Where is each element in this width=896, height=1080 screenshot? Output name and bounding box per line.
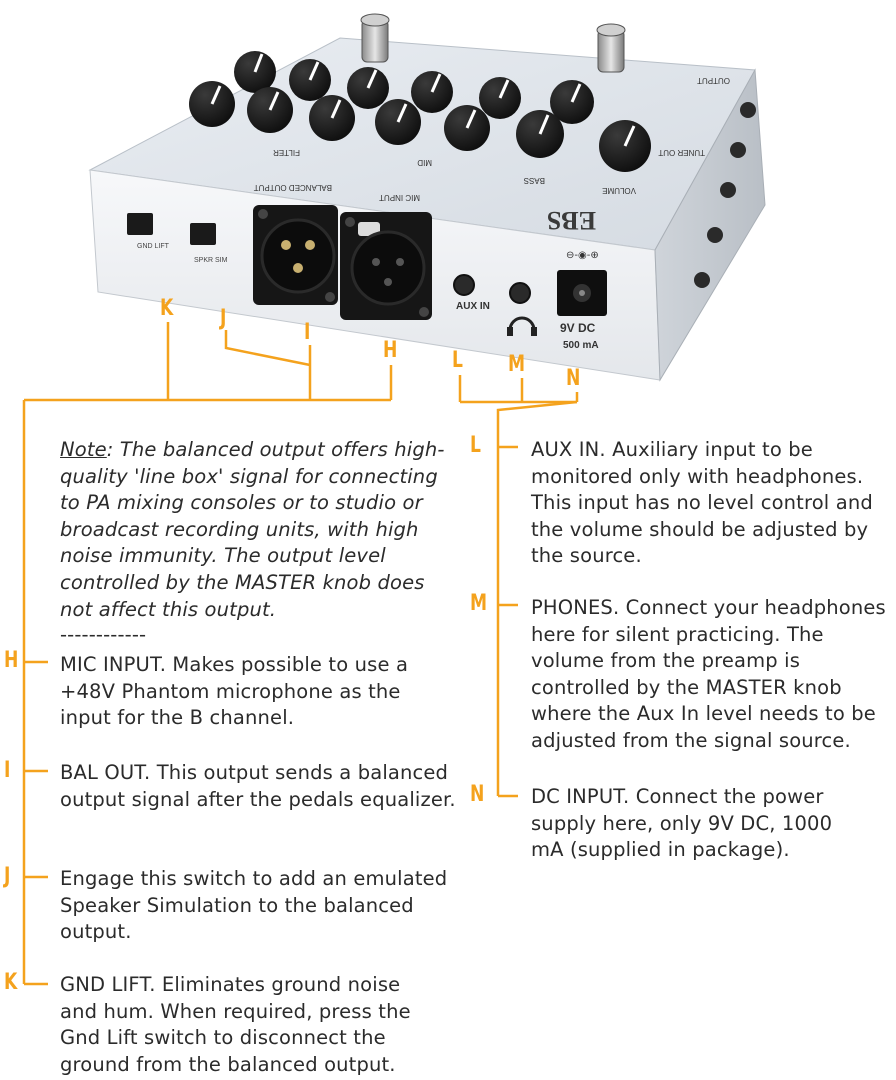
label-filter: FILTER [273,148,300,157]
xlr-balanced-output [253,205,338,305]
item-letter-n: N [470,782,485,807]
label-bass: BASS [524,176,545,185]
balanced-output-note: Note: The balanced output offers high-qu… [60,437,452,623]
callout-letter-l: L [452,348,463,373]
dc-polarity-icon: ⊖-◉-⊕ [566,250,599,261]
knobs [189,51,651,172]
side-jack [707,227,723,243]
label-tuner-out: TUNER OUT [658,148,705,157]
callout-letter-j: J [220,306,227,331]
xlr-mic-input [340,212,432,320]
gnd-lift-switch: GND LIFT [127,213,170,250]
headphones-icon [508,316,536,331]
label-volume: VOLUME [602,186,636,195]
item-mic-input: MIC INPUT. Makes possible to use a +48V … [60,653,409,730]
phones-jack [507,282,537,336]
svg-text:GND LIFT: GND LIFT [137,243,170,250]
item-letter-i: I [4,758,11,783]
item-letter-k: K [4,970,18,995]
aux-in-jack: AUX IN [453,274,490,312]
note-lead: Note [60,438,107,461]
item-letter-m: M [470,591,488,616]
ebs-logo: EBS [547,206,596,235]
label-balanced-output: BALANCED OUTPUT [254,183,332,192]
item-aux-in: AUX IN. Auxiliary input to be monitored … [531,438,873,568]
note-text: : The balanced output offers high-qualit… [60,438,445,621]
label-mid: MID [417,158,432,167]
side-jack [740,102,756,118]
label-output: OUTPUT [697,76,730,85]
item-letter-l: L [470,433,481,458]
svg-text:500 mA: 500 mA [563,340,599,351]
label-mic-input: MIC INPUT [379,193,420,202]
dc-input-jack: ⊖-◉-⊕ 9V DC 500 mA [557,250,607,351]
callout-letter-k: K [160,296,174,321]
callout-letter-n: N [566,366,581,391]
callout-lines [22,322,579,986]
item-dc-input: DC INPUT. Connect the power supply here,… [531,785,833,862]
item-speaker-sim: Engage this switch to add an emulated Sp… [60,867,448,944]
side-jack [694,272,710,288]
item-letter-h: H [4,648,19,673]
item-phones: PHONES. Connect your headphones here for… [531,596,886,752]
spkr-sim-switch: SPKR SIM [190,223,228,264]
item-bal-out: BAL OUT. This output sends a balanced ou… [60,761,456,811]
item-gnd-lift: GND LIFT. Eliminates ground noise and hu… [60,973,411,1076]
callout-letter-h: H [383,338,398,363]
note-separator: ------------ [60,623,147,646]
footswitch-right [596,23,626,73]
side-jack [730,142,746,158]
item-letter-j: J [4,864,11,889]
callout-letter-m: M [508,352,526,377]
callout-letter-i: I [304,320,311,345]
footswitch-left [360,13,390,63]
svg-text:SPKR SIM: SPKR SIM [194,257,228,264]
side-jack [720,182,736,198]
svg-text:9V DC: 9V DC [560,321,596,335]
svg-text:AUX IN: AUX IN [456,301,490,312]
